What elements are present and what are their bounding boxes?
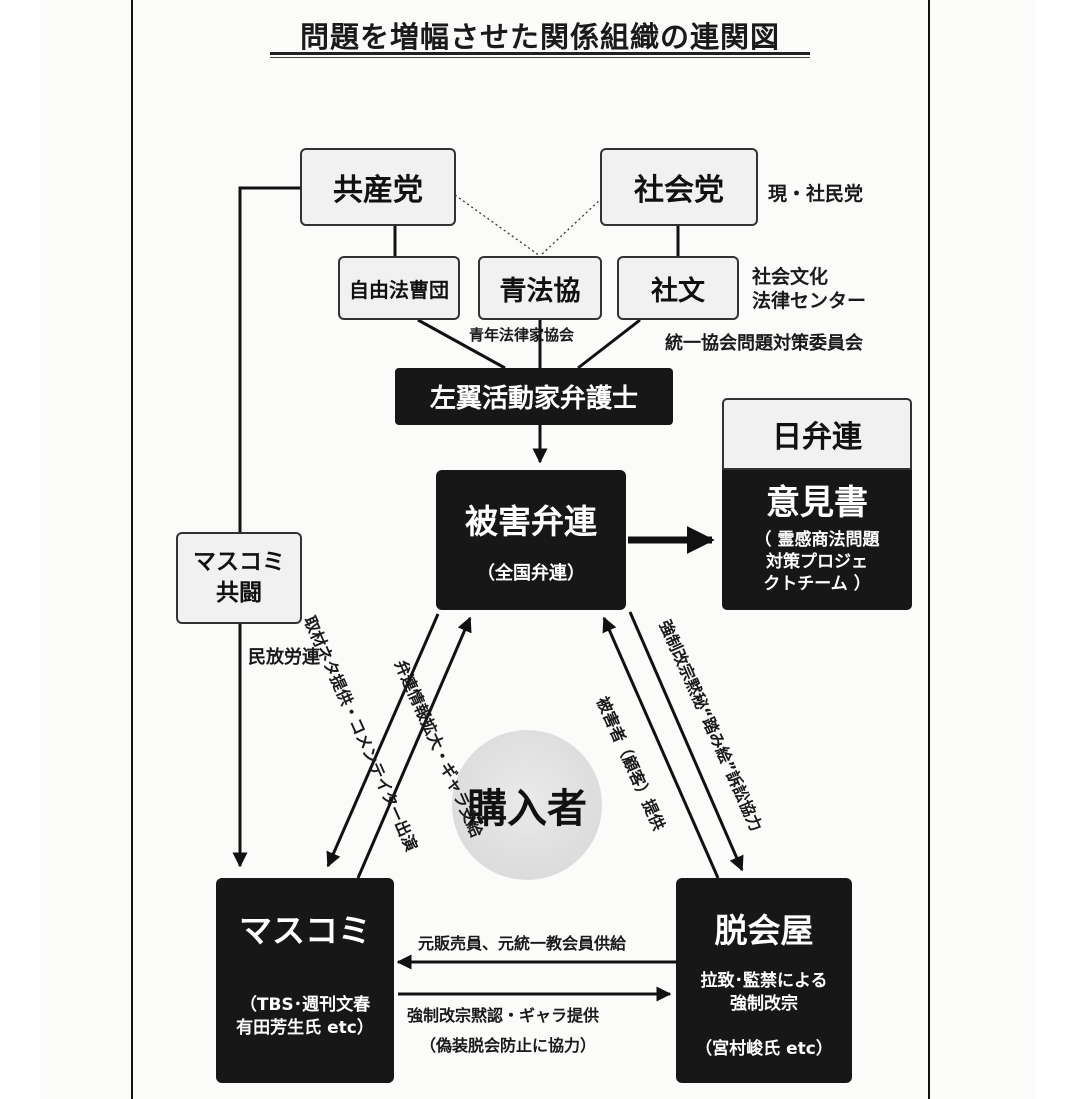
ikensho-note-3: クトチーム ） [763,574,871,595]
dakkaiya-sub-2: 強制改宗 [730,993,798,1014]
node-konyusha: 購入者 [452,730,602,880]
note-shakaito: 現・社民党 [768,183,864,205]
note-shabun-3: 統一協会問題対策委員会 [665,333,863,354]
dotted-kyosanto-seihokyo [454,194,541,257]
arrow-higai-dakkaiya [628,611,744,872]
title-underline [270,52,810,55]
arrow-masukomi-higai [356,616,472,879]
node-dakkaiya: 脱会屋 拉致･監禁による 強制改宗 （宮村峻氏 etc） [676,878,852,1083]
higai-title: 被害弁連 [465,502,597,541]
node-ikensho: 意見書 （ 霊感商法問題 対策プロジェ クトチーム ） [722,470,912,610]
dakkaiya-title: 脱会屋 [714,911,814,950]
node-seihokyo: 青法協 [478,256,602,320]
edge-shabun-sayoku [577,318,641,370]
diagram-title: 問題を増幅させた関係組織の連関図 [299,20,780,54]
label-minpororen: 民放労連 [248,647,320,668]
node-masukomi: マスコミ （TBS･週刊文春 有田芳生氏 etc） [216,878,394,1083]
node-kyosanto: 共産党 [300,148,456,226]
dakkaiya-sub-1: 拉致･監禁による [700,971,828,991]
note-seihokyo: 青年法律家協会 [469,326,575,344]
arrow-kyosanto-masukomi [232,186,300,868]
ikensho-title: 意見書 [766,483,868,523]
label-kyosei-gyara: 強制改宗黙認・ギャラ提供 [407,1006,600,1025]
masukomi-kyoto-line1: マスコミ [193,548,285,575]
label-motohanbai: 元販売員、元統一教会員供給 [418,934,627,953]
ikensho-note-2: 対策プロジェ [766,552,868,573]
node-jiyuhoso: 自由法曹団 [338,256,460,320]
frame-left-line [131,0,133,1099]
node-shabun: 社文 [617,256,739,320]
masukomi-sub-1: （TBS･週刊文春 [239,995,371,1015]
node-shakaito: 社会党 [600,148,758,226]
node-masukomi-kyoto: マスコミ 共闘 [176,532,302,624]
masukomi-kyoto-line2: 共闘 [216,580,262,606]
arrow-dakkaiya-higai [602,616,720,879]
node-sayoku: 左翼活動家弁護士 [395,368,673,425]
masukomi-sub-2: 有田芳生氏 etc） [236,1017,374,1038]
arrow-higai-masukomi [326,613,440,868]
edge-jiyuhoso-sayoku [417,318,506,370]
node-nichibenren: 日弁連 [722,398,912,470]
label-giso: （偽装脱会防止に協力） [420,1036,597,1055]
higai-sub: （全国弁連） [477,563,585,584]
note-shabun-1: 社会文化 [752,266,829,288]
dakkaiya-sub-3: （宮村峻氏 etc） [695,1038,833,1059]
title-underline-thin [270,57,810,58]
node-higai-benren: 被害弁連 （全国弁連） [436,470,626,610]
ikensho-note-1: （ 霊感商法問題 [754,530,880,551]
dotted-shakaito-seihokyo [539,197,603,257]
masukomi-title: マスコミ [239,911,371,950]
frame-right-line [928,0,930,1099]
note-shabun-2: 法律センター [752,290,867,312]
